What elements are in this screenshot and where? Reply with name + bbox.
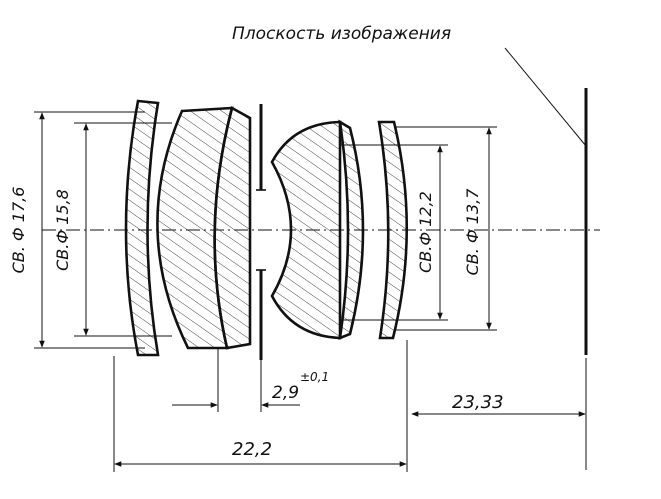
image-plane-leader [504,47,587,147]
dim-label-23-33: 23,33 [452,392,504,413]
lens-element-4 [270,120,342,340]
lens-element-6 [377,120,409,340]
lens-element-3 [213,106,252,350]
dim-label-13-7: СВ. Ф 13,7 [463,188,482,276]
lens-element-1 [124,99,160,357]
image-plane-label: Плоскость изображения [232,24,451,44]
dim-label-2-9: 2,9 [272,383,299,403]
dim-label-17-6: СВ. Ф 17,6 [9,187,28,274]
dim-label-15-8: СВ.Ф 15,8 [53,189,72,271]
lens-element-5 [338,119,365,341]
dim-label-22-2: 22,2 [232,439,272,460]
dim-label-12-2: СВ.Ф 12,2 [416,191,435,273]
dim-label-2-9-tolerance: ±0,1 [300,370,329,384]
